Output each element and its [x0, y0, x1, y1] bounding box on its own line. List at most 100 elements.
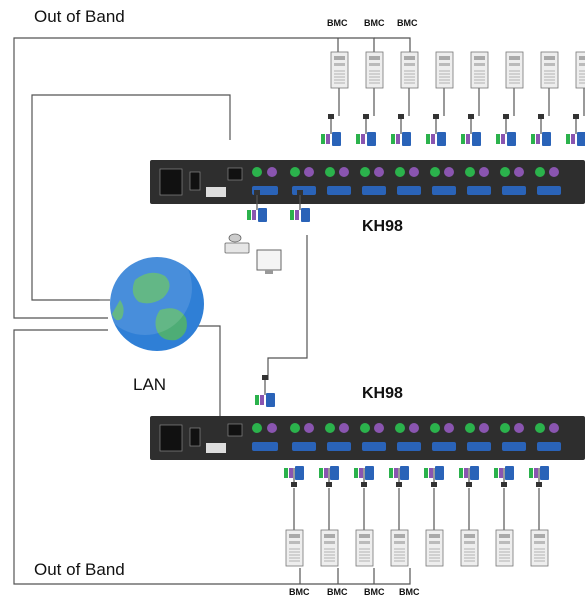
connector-bottom-3-ps2-purple — [359, 468, 363, 478]
kvm-switch-bottom-port-6-ps2-green — [465, 423, 475, 433]
connector-bottom-2-ferrite — [326, 482, 332, 487]
server-bottom-4-case — [390, 529, 409, 567]
kvm-switch-top-port-3-vga — [362, 186, 386, 195]
connector-bottom-4-vga — [400, 466, 409, 480]
oob-cable-bottom-main — [13, 329, 411, 585]
server-top-4-drive-bay-2 — [439, 63, 450, 66]
connector-bottom-8-ps2-green — [529, 468, 533, 478]
kvm-switch-bottom-port-7-ps2-purple — [514, 423, 524, 433]
server-bottom-6 — [460, 529, 479, 567]
kvm-switch-bottom-port-8-ps2-green — [535, 423, 545, 433]
kvm-switch-top-port-1-vga — [292, 186, 316, 195]
server-top-6-drive-bay-2 — [509, 63, 520, 66]
device-layer — [98, 51, 585, 567]
connector-bottom-3-ferrite — [361, 482, 367, 487]
kvm-switch-top-port-8-ps2-green — [535, 167, 545, 177]
kvm-switch-bottom-power-switch — [189, 427, 201, 447]
connector-top-4 — [426, 114, 446, 146]
connector-top-3-ps2-purple — [396, 134, 400, 144]
connector-top-1-vga — [332, 132, 341, 146]
kvm-switch-top-port-1-ps2-green — [290, 167, 300, 177]
connector-bottom-6-ferrite — [466, 482, 472, 487]
bmc-label-top-1: BMC — [327, 18, 348, 28]
cascade-connector-bottom-ferrite — [262, 375, 268, 380]
globe-highlight — [98, 241, 192, 335]
cable-layer — [13, 37, 585, 585]
bmc-label-bottom-4: BMC — [399, 587, 420, 597]
server-bottom-4-drive-bay-2 — [394, 541, 405, 544]
kvm-switch-top-console-ps2-purple — [267, 167, 277, 177]
bmc-label-bottom-1: BMC — [289, 587, 310, 597]
connector-top-8-ps2-green — [566, 134, 570, 144]
kvm-switch-bottom-port-4-vga — [397, 442, 421, 451]
cascade-connector-bottom-ps2-green — [255, 395, 259, 405]
kvm-switch-top-console-ps2-green — [252, 167, 262, 177]
connector-top-6-ps2-green — [496, 134, 500, 144]
connector-top-2-ferrite — [363, 114, 369, 119]
connector-top-7-vga — [542, 132, 551, 146]
kvm-switch-top-port-1-ps2-purple — [304, 167, 314, 177]
connector-bottom-4-ps2-purple — [394, 468, 398, 478]
server-top-2 — [365, 51, 384, 89]
kvm-switch-top-port-5-ps2-purple — [444, 167, 454, 177]
cascade-connector-bottom — [255, 375, 275, 407]
server-bottom-8 — [530, 529, 549, 567]
kvm-switch-top-port-6-ps2-green — [465, 167, 475, 177]
connector-top-1-ps2-purple — [326, 134, 330, 144]
connector-bottom-7-ps2-green — [494, 468, 498, 478]
kh98-label-bottom: KH98 — [362, 385, 403, 402]
cascade-connector-top — [290, 190, 310, 222]
connector-top-6-ps2-purple — [501, 134, 505, 144]
connector-bottom-6 — [459, 466, 479, 487]
connector-top-2-ps2-green — [356, 134, 360, 144]
server-top-4-drive-bay — [439, 56, 450, 60]
connector-bottom-5-ferrite — [431, 482, 437, 487]
connector-bottom-2-vga — [330, 466, 339, 480]
lan-cable-top-switch — [31, 94, 231, 301]
server-bottom-3-drive-bay — [359, 534, 370, 538]
server-bottom-1-drive-bay — [289, 534, 300, 538]
cascade-connector-bottom-ps2-purple — [260, 395, 264, 405]
server-top-2-drive-bay — [369, 56, 380, 60]
cascade-cable — [267, 235, 308, 380]
server-top-1 — [330, 51, 349, 89]
kh98-label-top: KH98 — [362, 218, 403, 235]
kvm-switch-bottom-port-7-vga — [502, 442, 526, 451]
console-connector-top-ps2-purple — [252, 210, 256, 220]
server-bottom-4-drive-bay — [394, 534, 405, 538]
server-top-8-drive-bay-2 — [579, 63, 585, 66]
server-top-3 — [400, 51, 419, 89]
kvm-switch-bottom-lan-port — [227, 423, 243, 437]
connector-top-2-ps2-purple — [361, 134, 365, 144]
connector-top-8-ps2-purple — [571, 134, 575, 144]
server-top-1-drive-bay-2 — [334, 63, 345, 66]
connector-top-8-vga — [577, 132, 585, 146]
kvm-switch-bottom-port-7-ps2-green — [500, 423, 510, 433]
server-top-3-case — [400, 51, 419, 89]
bmc-label-top-2: BMC — [364, 18, 385, 28]
connector-bottom-5-ps2-purple — [429, 468, 433, 478]
server-bottom-4 — [390, 529, 409, 567]
monitor-icon — [256, 249, 282, 274]
kvm-switch-bottom — [150, 416, 585, 460]
globe-continent-1 — [132, 272, 170, 304]
server-top-4 — [435, 51, 454, 89]
connector-top-4-vga — [437, 132, 446, 146]
connector-top-6 — [496, 114, 516, 146]
server-bottom-6-case — [460, 529, 479, 567]
console-connector-top — [247, 190, 267, 222]
kvm-switch-top-port-8-vga — [537, 186, 561, 195]
connector-top-5 — [461, 114, 481, 146]
server-top-3-drive-bay-2 — [404, 63, 415, 66]
connector-top-1-ps2-green — [321, 134, 325, 144]
kvm-switch-top-port-7-vga — [502, 186, 526, 195]
cascade-connector-top-vga — [301, 208, 310, 222]
server-top-2-case — [365, 51, 384, 89]
connector-bottom-8-ferrite — [536, 482, 542, 487]
server-top-5-case — [470, 51, 489, 89]
bmc-label-bottom-2: BMC — [327, 587, 348, 597]
kvm-switch-top-label-plate — [206, 187, 226, 197]
server-bottom-3-case — [355, 529, 374, 567]
kvm-switch-bottom-port-3-ps2-purple — [374, 423, 384, 433]
kvm-switch-top-power-switch — [189, 171, 201, 191]
